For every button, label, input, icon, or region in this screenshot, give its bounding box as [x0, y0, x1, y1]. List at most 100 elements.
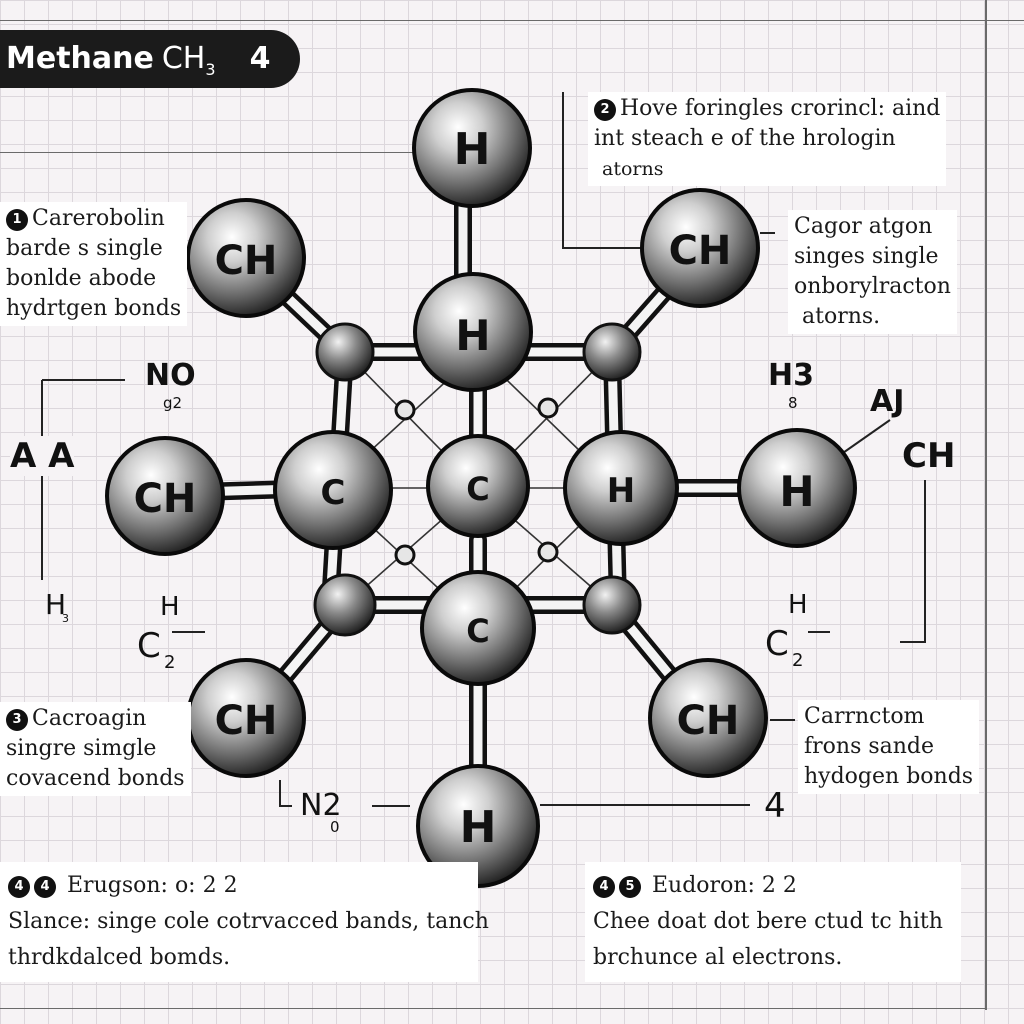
atom-lower-center — [420, 570, 536, 686]
note-left-3-line-3: covacend bonds — [6, 766, 185, 791]
note-text: Cacroagin — [32, 706, 147, 731]
note-left-1-line-3: bonlde abode — [6, 266, 157, 291]
badge: 4 — [34, 876, 56, 898]
atom-label-inner-left: C — [321, 473, 346, 513]
atom-label-right: H — [779, 467, 814, 516]
frame-right-line — [985, 0, 987, 1010]
bottom-left-line-1: Slance: singe cole cotrvacced bands, tan… — [8, 909, 489, 934]
label-hc-left-h: H — [160, 592, 180, 622]
bottom-right-heading: Eudoron: 2 2 — [652, 873, 797, 898]
atom-label-bottom: H — [460, 802, 497, 853]
atom-label-inner-right: H — [607, 471, 635, 511]
atom-symbols: H CH CH H CH C C H H C CH CH H — [134, 124, 815, 853]
title-number: 4 — [249, 41, 271, 76]
leader-aa — [41, 379, 125, 580]
atom-label-upper-right: CH — [669, 228, 732, 274]
atom-label-center-top: H — [455, 311, 490, 360]
note-right-3: Carrnctom frons sande hydogen bonds — [798, 700, 980, 794]
note-text: Hove foringles crorincl: aind — [620, 96, 941, 121]
atom-label-upper-left: CH — [215, 238, 278, 284]
bottom-left-line-2: thrdkdalced bomds. — [8, 945, 231, 970]
electron-dot — [394, 399, 416, 421]
small-atom-lr — [582, 575, 642, 635]
small-atom-ul — [315, 322, 375, 382]
atoms — [105, 88, 857, 888]
atom-label-lower-center: C — [466, 612, 489, 650]
note-right-3-line-3: hydogen bonds — [804, 764, 974, 789]
leader-n2 — [279, 780, 410, 807]
title-main: Methane — [6, 41, 154, 76]
atom-label-lower-right: CH — [677, 698, 740, 744]
badge: 4 — [8, 876, 30, 898]
badge: 2 — [594, 99, 616, 121]
label-aa: A A — [10, 436, 75, 476]
frame-bottom-line — [0, 1008, 986, 1009]
note-left-3-line-2: singre simgle — [6, 736, 157, 761]
note-left-1-line-4: hydrtgen bonds — [6, 296, 182, 321]
bottom-right-line-2: brchunce al electrons. — [593, 945, 843, 970]
label-hc-right-sub: 2 — [792, 650, 804, 671]
badge: 3 — [6, 709, 28, 731]
label-h3: H3 — [768, 358, 814, 393]
electron-dot — [537, 541, 559, 563]
note-left-1-line-2: barde s single — [6, 236, 163, 261]
note-right-3-line-1: Carrnctom — [804, 704, 925, 729]
atom-lower-right — [648, 658, 768, 778]
atom-upper-left — [186, 198, 306, 318]
label-ch-right: CH — [902, 436, 956, 476]
atom-left — [105, 436, 225, 556]
atom-inner-right — [563, 430, 679, 546]
note-right-1-line-2: singes single — [794, 244, 939, 269]
badge: 1 — [6, 209, 28, 231]
note-right-3-line-2: frons sande — [804, 734, 935, 759]
title-subscript: 3 — [205, 60, 216, 79]
label-aj: AJ — [870, 384, 905, 419]
frame-mid-line — [0, 152, 418, 153]
label-hc-right-c: C — [765, 624, 789, 664]
note-text: Carerobolin — [32, 206, 165, 231]
atom-top — [412, 88, 532, 208]
label-four: 4 — [764, 786, 786, 826]
label-h-left: H — [45, 588, 67, 621]
label-n2-sub: 0 — [330, 818, 340, 836]
note-top-right-line-3: atorns — [602, 158, 664, 180]
small-atoms — [313, 322, 642, 637]
atom-bottom — [416, 764, 540, 888]
bottom-right-line-1: Chee doat dot bere ctud tc hith — [593, 909, 943, 934]
note-right-1-line-4: atorns. — [802, 304, 881, 329]
small-atom-ll — [313, 573, 377, 637]
label-hc-left-sub: 2 — [164, 652, 176, 673]
electron-dots — [394, 397, 559, 566]
leader-aj — [839, 419, 891, 456]
atom-label-top: H — [454, 124, 491, 175]
badge: 5 — [619, 876, 641, 898]
atom-upper-right — [640, 188, 760, 308]
note-top-right-line-2: int steach e of the hrologin — [594, 126, 896, 151]
label-h-left-sub: 3 — [62, 612, 69, 625]
electron-dot — [394, 544, 416, 566]
label-no: NO — [145, 358, 196, 393]
bottom-left-heading: Erugson: o: 2 2 — [67, 873, 238, 898]
label-no-sub: g2 — [163, 394, 183, 412]
leader-right-bracket — [900, 480, 926, 643]
atom-right — [737, 428, 857, 548]
label-h3-sub: 8 — [788, 394, 798, 412]
frame-top-line — [0, 20, 1024, 21]
badge: 4 — [593, 876, 615, 898]
note-right-1: Cagor atgon singes single onborylracton … — [788, 210, 957, 334]
label-hc-right-h: H — [788, 590, 808, 620]
note-right-1-line-1: Cagor atgon — [794, 214, 933, 239]
atom-label-left: CH — [134, 476, 197, 522]
